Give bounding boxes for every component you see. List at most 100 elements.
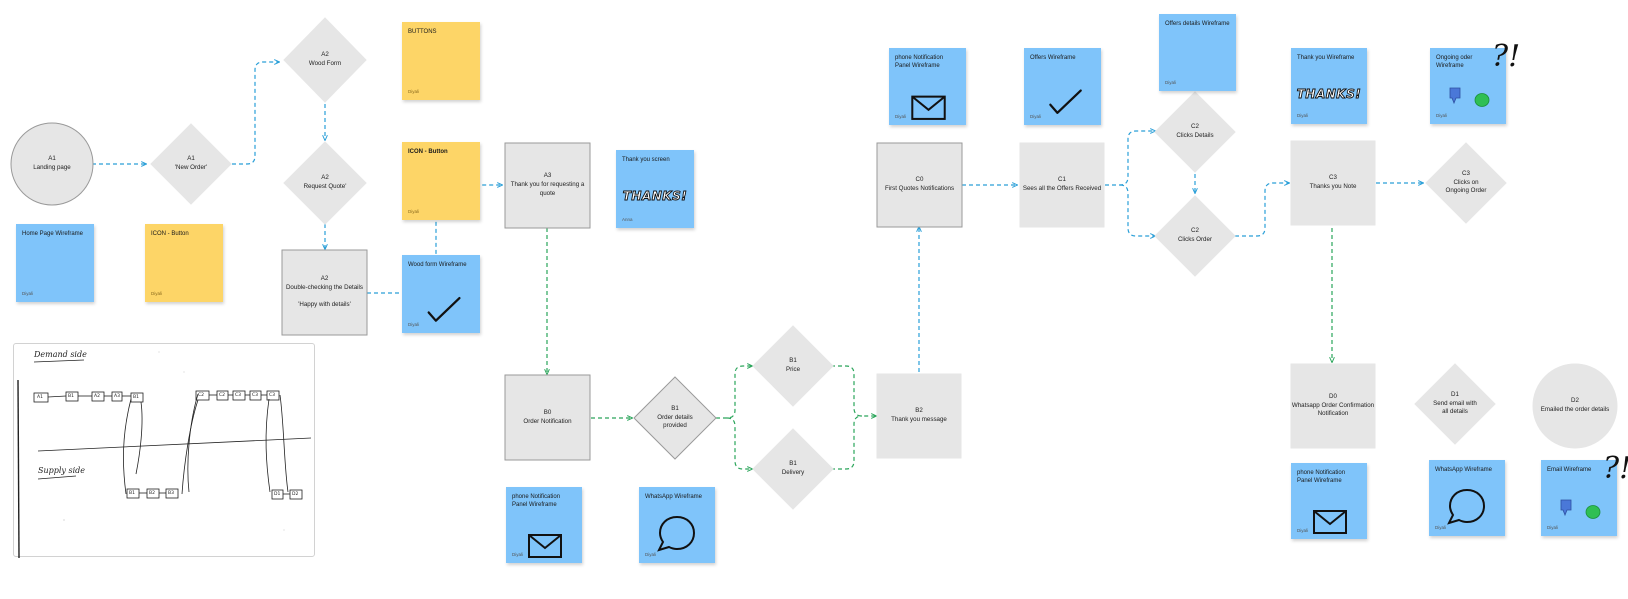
sticky-title: Thank you Wireframe: [1297, 55, 1355, 61]
sketch-box-label: C2: [198, 393, 205, 398]
node-b1-delivery[interactable]: [752, 428, 834, 510]
sticky-title: BUTTONS: [408, 29, 437, 35]
sticky-author: Diyali: [408, 208, 420, 214]
node-c3-thanks-note[interactable]: [1290, 140, 1376, 226]
node-d1-send-email[interactable]: [1414, 363, 1496, 445]
sticky-title: phone Notification Panel Wireframe: [1297, 470, 1346, 485]
node-d0-whatsapp-confirmation[interactable]: [1290, 363, 1376, 449]
sticky-title: Offers Wireframe: [1030, 55, 1076, 61]
sketch-drawing: [17, 351, 312, 558]
flow-shapes: [10, 17, 1618, 510]
node-b2-thank-you-message[interactable]: [876, 373, 962, 459]
sticky-title: Offers details Wireframe: [1165, 21, 1230, 27]
sketch-box-label: A2: [94, 394, 100, 399]
sticky-author: Diyali: [22, 290, 34, 296]
thanks-lettering: THANKS!: [622, 189, 688, 204]
node-c0-first-quotes[interactable]: [876, 142, 963, 228]
sketch-box-label: B3: [168, 491, 174, 496]
sketch-box-label: B1: [68, 394, 74, 399]
sticky-author: Diyali: [1297, 527, 1309, 533]
connector-new-order-to-wood-form: [232, 62, 279, 165]
sticky-author: Diyali: [1165, 79, 1177, 85]
node-a2-wood-form[interactable]: [283, 17, 367, 103]
sketch-box-label: B1: [133, 395, 139, 400]
sketch-box-label: D2: [292, 492, 299, 497]
sticky-title: WhatsApp Wireframe: [1435, 467, 1493, 473]
question-exclamation-mark: ?!: [1603, 451, 1628, 486]
sketch-box-label: D1: [274, 492, 281, 497]
sticky-author: Diyali: [1436, 112, 1448, 118]
connector-c1-to-c2-order: [1119, 184, 1155, 236]
sticky-author: Diyali: [645, 551, 657, 557]
node-a2-request-quote[interactable]: [283, 141, 367, 225]
connector-b1-to-price: [716, 366, 752, 419]
node-b1-order-details[interactable]: [633, 376, 717, 460]
connector-price-to-b2: [831, 365, 876, 416]
sticky-title: Thank you screen: [622, 157, 670, 163]
sticky-title: Home Page Wireframe: [22, 231, 84, 237]
sticky-author: Diyali: [1030, 113, 1042, 119]
sketch-box-label: B1: [129, 491, 135, 496]
connector-delivery-to-b2: [831, 415, 863, 470]
sketch-box-label: A1: [37, 395, 43, 400]
sticky-title: WhatsApp Wireframe: [645, 494, 703, 500]
sticky-author: Diyali: [151, 290, 163, 296]
question-exclamation-mark: ?!: [1492, 39, 1521, 74]
sticky-title: Wood form Wireframe: [408, 262, 467, 268]
sticky-author: Diyali: [1297, 112, 1309, 118]
sticky-title: Ongoing oder Wireframe: [1436, 55, 1473, 70]
sticky-title: ICON - Button: [151, 231, 189, 237]
node-c3-ongoing-order[interactable]: [1425, 142, 1507, 224]
sticky-author: Diyali: [1435, 524, 1447, 530]
node-b0-order-notification[interactable]: [504, 374, 591, 461]
sketch-box-label: B2: [149, 491, 155, 496]
sticky-author: Diyali: [512, 551, 524, 557]
sticky-author: Diyali: [408, 321, 420, 327]
sticky-author: Diyali: [1547, 524, 1559, 530]
sticky-title: phone Notification Panel Wireframe: [512, 494, 561, 509]
sticky-buttons[interactable]: BUTTONS Diyali: [402, 22, 480, 100]
node-b1-price[interactable]: [752, 325, 834, 407]
node-d2-emailed[interactable]: [1532, 363, 1618, 449]
sketch-box-label: C2: [219, 393, 226, 398]
sketch-box-label: C3: [252, 393, 259, 398]
sketch-bottom-heading: Supply side: [38, 466, 86, 475]
sticky-author: Diyali: [895, 113, 907, 119]
node-a1-new-order[interactable]: [150, 123, 232, 205]
node-c1-sees-offers[interactable]: [1019, 142, 1105, 228]
connector-c2-order-to-c3: [1235, 183, 1289, 237]
sketch-top-heading: Demand side: [34, 350, 87, 359]
node-a1-landing[interactable]: [10, 122, 94, 206]
thanks-lettering: THANKS!: [1296, 87, 1362, 102]
node-c2-clicks-details[interactable]: [1154, 91, 1236, 173]
sketch-box-label: C3: [235, 393, 242, 398]
sticky-author: Anna: [622, 216, 633, 222]
sticky-title: phone Notification Panel Wireframe: [895, 55, 944, 70]
sticky-author: Diyali: [408, 88, 420, 94]
connector-b1-to-delivery: [726, 417, 752, 469]
node-a2-double-check[interactable]: [281, 249, 368, 336]
sticky-title: Email Wireframe: [1547, 467, 1592, 473]
node-c2-clicks-order[interactable]: [1154, 195, 1236, 277]
sketch-box-label: A3: [114, 394, 120, 399]
connector-c1-to-c2-details: [1105, 131, 1155, 186]
sticky-title: ICON - Button: [408, 149, 448, 155]
node-a3-thank-you[interactable]: [504, 142, 591, 229]
sketch-box-label: C3: [269, 393, 276, 398]
